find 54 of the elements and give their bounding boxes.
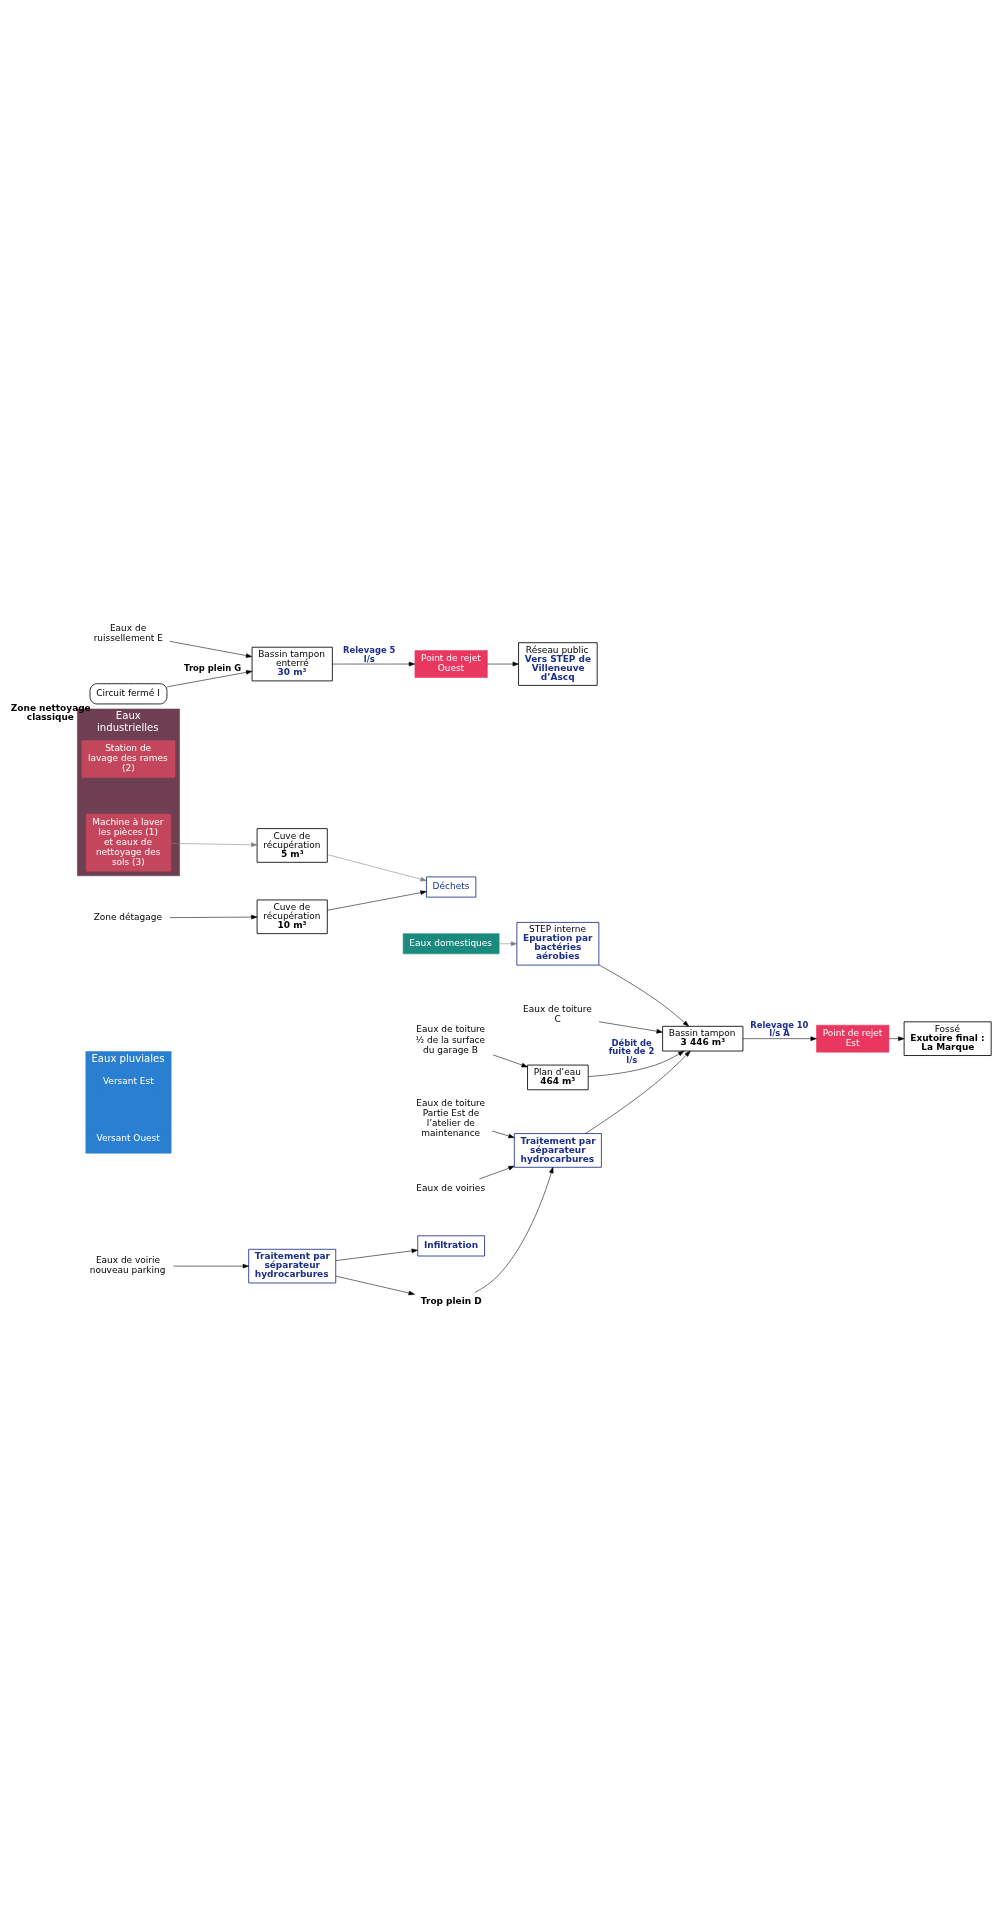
node-box: Plan d’eau 464 m³ bbox=[527, 1064, 589, 1090]
arrow bbox=[479, 1165, 515, 1179]
node-box: Infiltration bbox=[417, 1234, 485, 1256]
node-text: Eaux de toiture C bbox=[523, 1003, 592, 1024]
arrow bbox=[598, 1020, 663, 1033]
arrow bbox=[327, 889, 427, 911]
node-text: Trop plein D bbox=[420, 1295, 482, 1306]
arrow bbox=[335, 1248, 418, 1261]
node-box: Machine à laver les pièces (1) et eaux de nettoyage des sols (3) bbox=[85, 813, 172, 872]
node-box: Fossé Exutoire final : La Marque bbox=[903, 1020, 992, 1056]
arrow bbox=[169, 914, 258, 919]
arrow bbox=[170, 842, 258, 847]
arrow bbox=[169, 640, 253, 658]
node-box: Cuve de récupération 10 m³ bbox=[256, 899, 328, 934]
node-box: Réseau public Vers STEP de Villeneuve d’Ascq bbox=[518, 641, 598, 686]
node-text: Eaux de voirie nouveau parking bbox=[89, 1254, 166, 1275]
node-box: STEP interne Epuration par bactéries aérobies bbox=[516, 921, 600, 965]
node-box: Traitement par séparateur hydrocarbures bbox=[248, 1248, 337, 1283]
node-text: Eaux de ruissellement E bbox=[93, 622, 163, 643]
arrow bbox=[335, 1275, 415, 1295]
node-box: Station de lavage des rames (2) bbox=[81, 739, 176, 778]
node-box: Circuit fermé I bbox=[89, 682, 168, 704]
node-box: Eaux domestiques bbox=[402, 932, 500, 954]
arrow bbox=[474, 1166, 554, 1293]
arrow bbox=[327, 853, 427, 881]
arrow bbox=[742, 1035, 817, 1041]
node-box: Déchets bbox=[426, 876, 477, 898]
node-box: Bassin tampon enterré 30 m³ bbox=[251, 646, 333, 681]
node-box: Cuve de récupération 5 m³ bbox=[256, 827, 328, 863]
edge-label: Relevage 10 l/s A bbox=[750, 1019, 809, 1038]
node-text: Versant Est bbox=[102, 1075, 154, 1086]
edge-label: Trop plein G bbox=[184, 662, 242, 673]
arrow bbox=[492, 1054, 528, 1067]
arrow bbox=[166, 669, 253, 687]
node-text: Versant Ouest bbox=[96, 1132, 160, 1143]
node-text: Eaux de voiries bbox=[416, 1182, 486, 1193]
node-box: Bassin tampon 3 446 m³ bbox=[662, 1025, 744, 1051]
arrow bbox=[499, 941, 518, 946]
node-box: Point de rejet Est bbox=[816, 1024, 890, 1052]
node-text: Zone détagage bbox=[93, 911, 162, 922]
node-box: Point de rejet Ouest bbox=[414, 649, 488, 678]
edge-label: Débit de fuite de 2 l/s bbox=[608, 1037, 655, 1065]
edge-label: Relevage 5 l/s bbox=[343, 644, 396, 664]
arrow bbox=[491, 1130, 515, 1138]
arrow bbox=[588, 1050, 685, 1077]
node-box: Traitement par séparateur hydrocarbures bbox=[513, 1132, 602, 1168]
node-text: Eaux de toiture Partie Est de l’atelier de maintenance bbox=[416, 1097, 486, 1138]
arrow bbox=[487, 661, 519, 666]
arrow bbox=[173, 1263, 249, 1268]
arrow bbox=[585, 1050, 691, 1134]
node-text: Eaux de toiture ½ de la surface du garage B bbox=[415, 1023, 486, 1055]
arrow bbox=[332, 661, 415, 666]
arrow bbox=[598, 964, 690, 1027]
arrow bbox=[888, 1035, 905, 1041]
